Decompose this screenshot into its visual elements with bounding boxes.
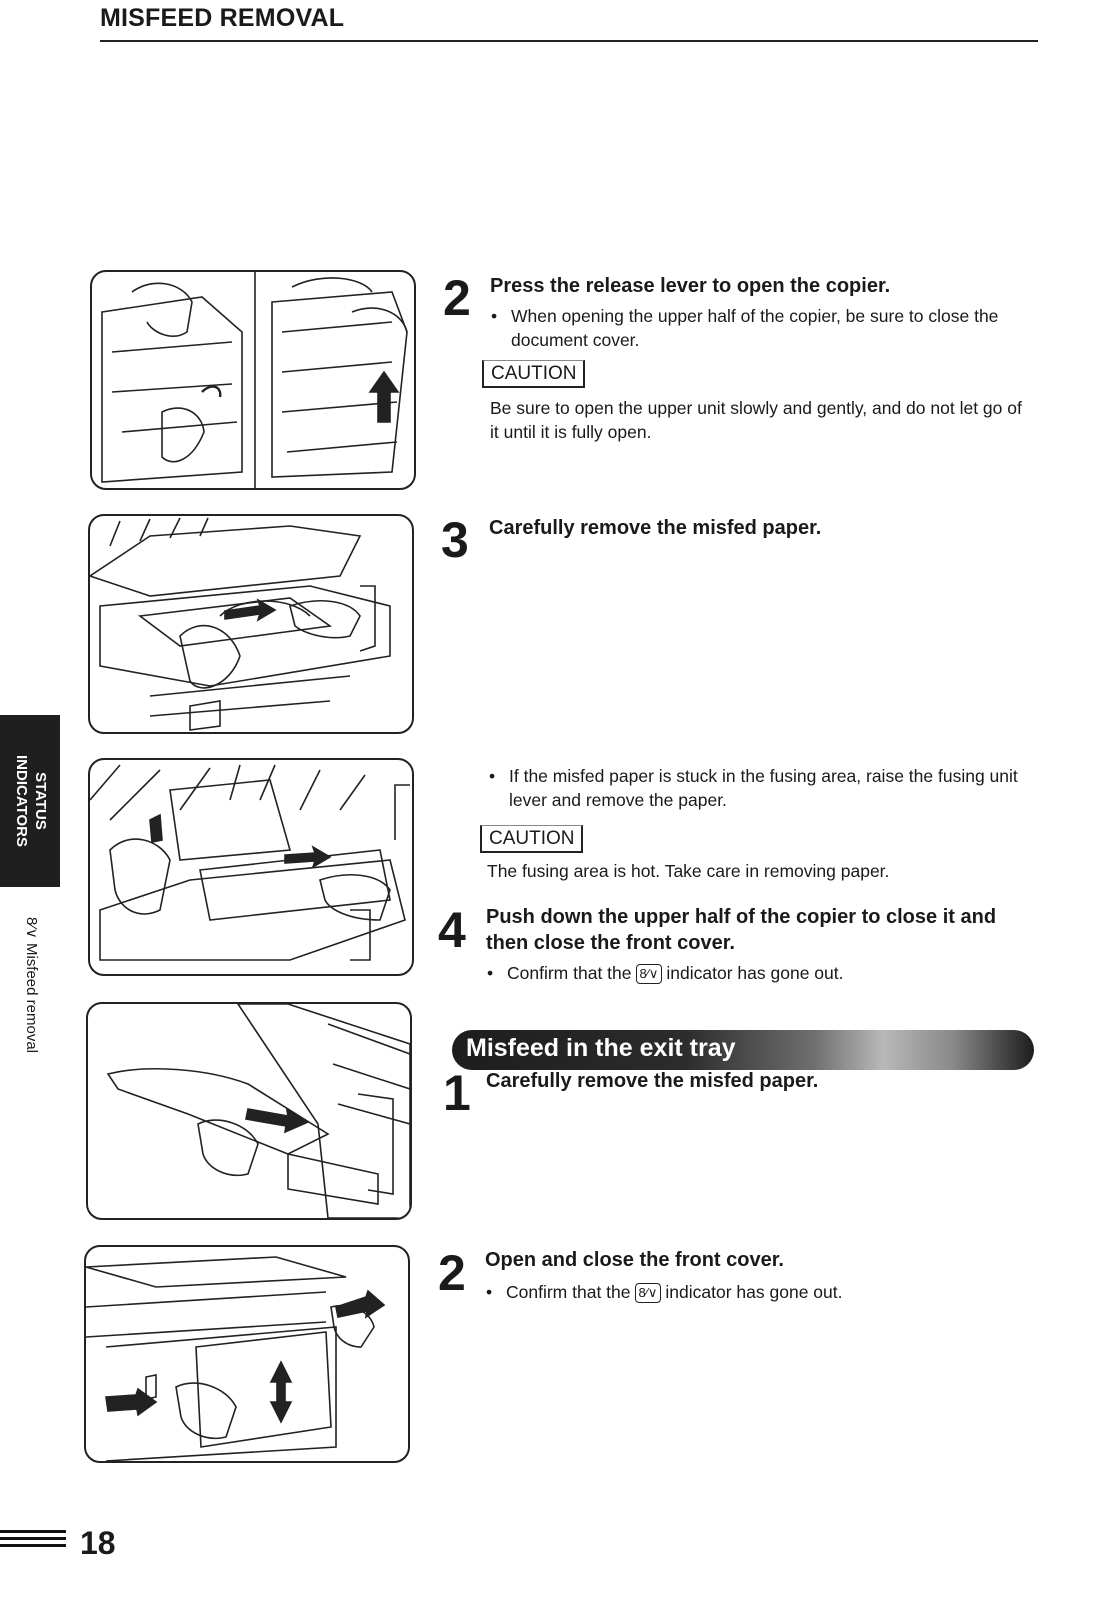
bullet-dot: • xyxy=(486,1282,493,1302)
bullet-text: If the misfed paper is stuck in the fusi… xyxy=(509,766,1018,810)
step-number: 2 xyxy=(443,270,471,326)
misfeed-indicator-icon: 8⁄∨ xyxy=(635,964,663,984)
side-tab-title: STATUS INDICATORS xyxy=(0,715,60,887)
bullet-item: • When opening the upper half of the cop… xyxy=(489,305,1051,352)
section-banner-title: Misfeed in the exit tray xyxy=(466,1034,736,1062)
step-heading: Press the release lever to open the copi… xyxy=(490,275,891,297)
step-heading: Carefully remove the misfed paper. xyxy=(489,517,822,539)
bullet-text-after: indicator has gone out. xyxy=(665,1282,843,1302)
illustration-release-lever xyxy=(90,270,416,490)
step-heading: Carefully remove the misfed paper. xyxy=(486,1070,819,1092)
step-number: 2 xyxy=(438,1245,466,1301)
illustration-exit-tray xyxy=(86,1002,412,1220)
caution-text: The fusing area is hot. Take care in rem… xyxy=(487,861,890,881)
page-number: 18 xyxy=(80,1525,116,1561)
step-heading: Open and close the front cover. xyxy=(485,1249,784,1271)
bullet-text: When opening the upper half of the copie… xyxy=(511,306,999,350)
step-heading: Push down the upper half of the copier t… xyxy=(486,906,997,954)
illustration-fusing-area xyxy=(88,758,414,976)
side-section-label: 8⁄∨ Misfeed removal xyxy=(23,916,40,1054)
illustration-front-cover xyxy=(84,1245,410,1463)
page-marker-bar xyxy=(0,1530,66,1533)
bullet-text-before: Confirm that the xyxy=(506,1282,631,1302)
page-marker-bar xyxy=(0,1537,66,1540)
bullet-dot: • xyxy=(487,963,494,983)
bullet-dot: • xyxy=(489,766,496,786)
page-marker-bar xyxy=(0,1544,66,1547)
side-tab-line1: STATUS xyxy=(32,772,49,830)
illustration-remove-paper xyxy=(88,514,414,734)
step-number: 3 xyxy=(441,512,469,568)
step-number: 4 xyxy=(438,902,466,958)
bullet-item: • If the misfed paper is stuck in the fu… xyxy=(487,765,1049,812)
caution-text: Be sure to open the upper unit slowly an… xyxy=(490,398,1022,442)
caution-label: CAUTION xyxy=(480,825,583,853)
bullet-text-before: Confirm that the xyxy=(507,963,632,983)
page-title: MISFEED REMOVAL xyxy=(100,4,345,32)
header-rule xyxy=(100,40,1038,42)
side-tab xyxy=(0,715,60,887)
section-banner: Misfeed in the exit tray xyxy=(452,1030,1034,1070)
caution-label: CAUTION xyxy=(482,360,585,388)
bullet-text-after: indicator has gone out. xyxy=(666,963,844,983)
side-tab-line2: INDICATORS xyxy=(13,755,30,847)
step-number: 1 xyxy=(443,1065,471,1121)
misfeed-indicator-icon: 8⁄∨ xyxy=(634,1283,662,1303)
bullet-dot: • xyxy=(491,306,498,326)
